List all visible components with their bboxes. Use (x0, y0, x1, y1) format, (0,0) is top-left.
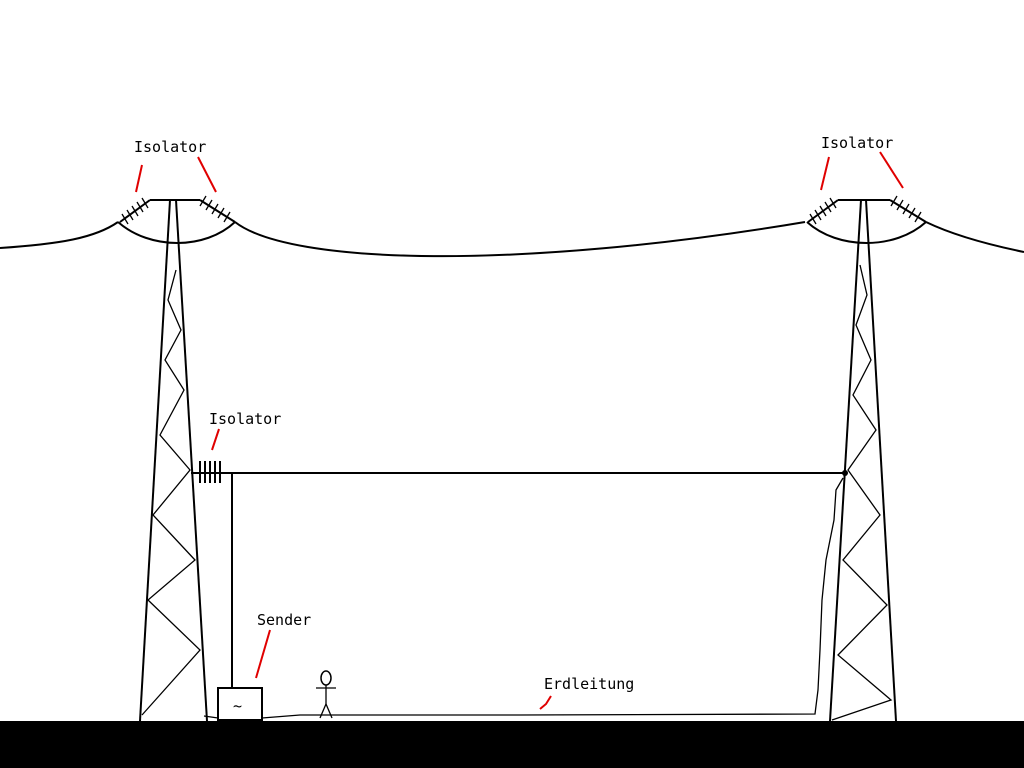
right-tower (829, 199, 897, 722)
ground-wire (261, 477, 844, 719)
right-top-insulators (807, 195, 927, 225)
sender-box: ~ (217, 687, 263, 721)
label-isolator-right-top: Isolator (821, 134, 893, 152)
label-pointers (135, 151, 904, 710)
label-isolator-middle: Isolator (209, 410, 281, 428)
label-erdleitung: Erdleitung (544, 675, 634, 693)
left-top-insulators (119, 195, 236, 225)
sender-symbol: ~ (233, 697, 242, 715)
ground (0, 721, 1024, 768)
overhead-line (0, 221, 1024, 258)
label-isolator-left-top: Isolator (134, 138, 206, 156)
left-tower (139, 199, 208, 722)
label-sender: Sender (257, 611, 311, 629)
person-figure (316, 670, 336, 719)
antenna-wire (191, 461, 848, 688)
